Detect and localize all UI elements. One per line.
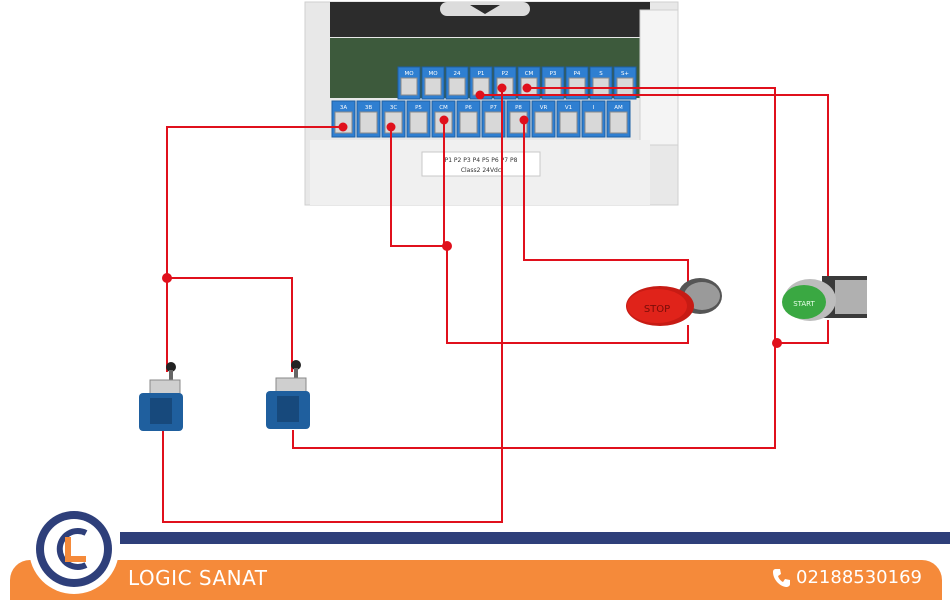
- top-terminal-label: MO: [428, 71, 438, 77]
- wire-cm-start-return: [292, 87, 776, 449]
- top-terminal-label: P2: [502, 71, 509, 77]
- top-terminal-1: MO: [421, 66, 445, 100]
- stop-pushbutton: STOP: [626, 278, 722, 326]
- junction-dots: [162, 83, 782, 348]
- top-terminal-label: P3: [550, 71, 557, 77]
- footer-accent-bar: [120, 532, 950, 544]
- bottom-terminal-1: 3B: [356, 100, 381, 138]
- wire-junction-limit-switch-2: [167, 277, 293, 372]
- limit-switch-2: [266, 360, 310, 429]
- stop-label: STOP: [644, 304, 670, 315]
- wire-cm-stop: [443, 120, 689, 344]
- bottom-terminal-label: P7: [490, 105, 497, 111]
- wire-3a-limit-switch-1: [166, 126, 343, 372]
- top-terminal-2: 24: [445, 66, 469, 100]
- top-terminal-label: CM: [525, 71, 534, 77]
- bottom-terminal-10: I: [581, 100, 606, 138]
- bottom-terminal-label: 3B: [365, 105, 372, 111]
- bottom-terminal-label: 3C: [390, 105, 397, 111]
- wire-3c-p5-junction: [390, 127, 447, 247]
- limit-switch-1: [139, 362, 183, 431]
- phone-icon: [773, 568, 791, 587]
- top-terminal-label: MO: [404, 71, 414, 77]
- bottom-terminal-8: VR: [531, 100, 556, 138]
- start-pushbutton: START: [782, 276, 867, 321]
- bottom-terminal-0: 3A: [331, 100, 356, 138]
- logic-sanat-logo: [29, 504, 119, 594]
- module-label-pins: P1 P2 P3 P4 P5 P6 P7 P8: [445, 157, 518, 164]
- bottom-terminal-2: 3C: [381, 100, 406, 138]
- top-terminal-label: P4: [574, 71, 581, 77]
- top-terminal-0: MO: [397, 66, 421, 100]
- bottom-terminal-label: CM: [439, 105, 448, 111]
- bottom-terminal-9: V1: [556, 100, 581, 138]
- top-terminal-label: S+: [621, 71, 629, 77]
- top-terminal-6: P3: [541, 66, 565, 100]
- bottom-terminal-6: P7: [481, 100, 506, 138]
- wire-p1-start: [480, 94, 829, 300]
- module-label-voltage: Class2 24Vdc: [461, 167, 501, 174]
- bottom-terminal-label: 3A: [340, 105, 347, 111]
- bottom-terminal-11: AM: [606, 100, 631, 138]
- bottom-terminal-label: P6: [465, 105, 472, 111]
- bottom-terminal-label: AM: [614, 105, 623, 111]
- bottom-terminal-label: I: [593, 105, 595, 111]
- top-terminal-7: P4: [565, 66, 589, 100]
- top-terminal-block: MO MO 24 P1 P2 CM P3 P4 S S+: [397, 66, 637, 100]
- bottom-terminal-label: V1: [565, 105, 572, 111]
- bottom-terminal-label: VR: [540, 105, 548, 111]
- phone-number: 02188530169: [796, 567, 922, 588]
- top-terminal-label: S: [599, 71, 603, 77]
- bottom-terminal-3: P5: [406, 100, 431, 138]
- wire-start-junction: [775, 320, 829, 344]
- top-terminal-label: P1: [478, 71, 485, 77]
- contact-phone[interactable]: 02188530169: [772, 567, 922, 588]
- brand-name: LOGIC SANAT: [128, 566, 268, 590]
- bottom-terminal-label: P8: [515, 105, 522, 111]
- start-label: START: [793, 300, 815, 308]
- wire-p2-limit-switch-1: [162, 88, 503, 523]
- wire-p6-stop: [523, 120, 689, 285]
- top-terminal-9: S+: [613, 66, 637, 100]
- top-terminal-label: 24: [454, 71, 461, 77]
- bottom-terminal-5: P6: [456, 100, 481, 138]
- wires: [162, 87, 829, 523]
- bottom-terminal-label: P5: [415, 105, 422, 111]
